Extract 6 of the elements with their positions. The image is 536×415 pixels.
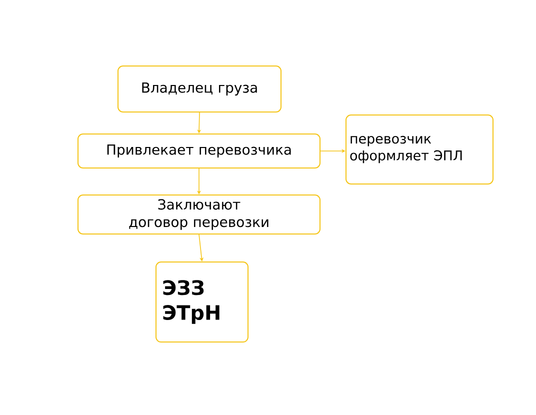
- process-box: Заключают договор перевозки: [78, 194, 320, 234]
- process-box: ЭЗЗ ЭТрН: [156, 262, 248, 342]
- process-box: перевозчик оформляет ЭПЛ: [346, 114, 494, 184]
- process-box: Владелец груза: [118, 66, 282, 112]
- process-box: Привлекает перевозчика: [78, 134, 320, 168]
- arrow: [198, 234, 204, 262]
